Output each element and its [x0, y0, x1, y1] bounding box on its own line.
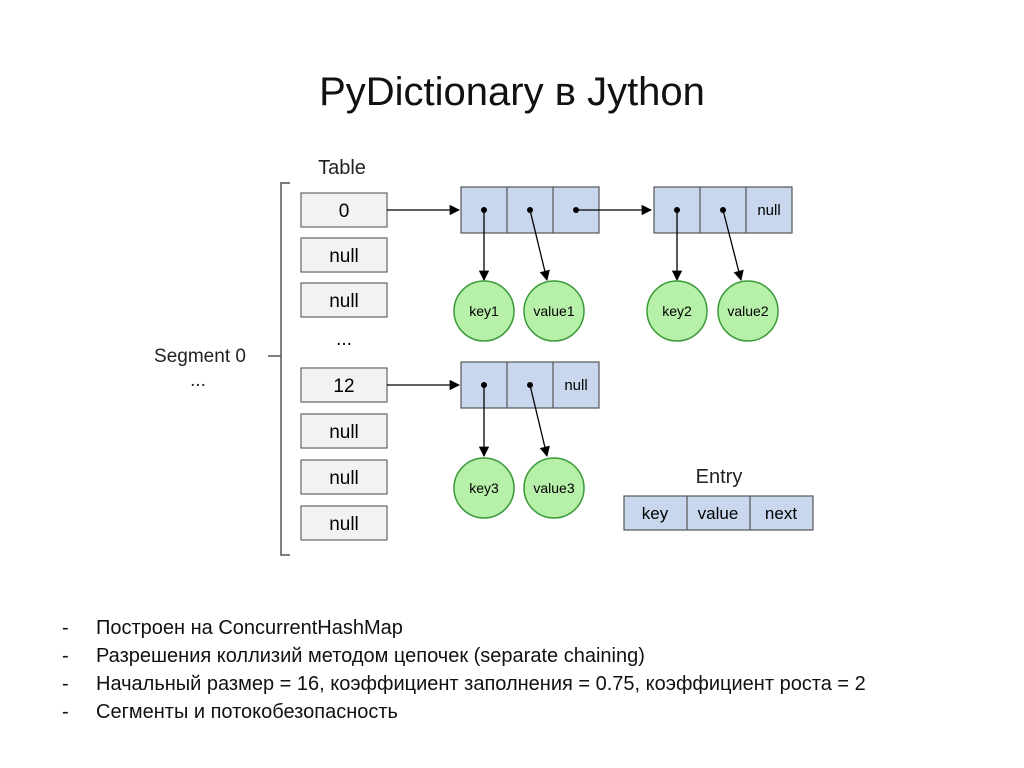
table-cell-1-label: null	[329, 246, 359, 267]
value1-node: value1	[523, 280, 585, 342]
value2-node: value2	[717, 280, 779, 342]
table-cell-12: 12	[300, 367, 388, 403]
bullet-list: - Построен на ConcurrentHashMap - Разреш…	[62, 614, 866, 726]
value3-node: value3	[523, 457, 585, 519]
bullet-text: Сегменты и потокобезопасность	[96, 701, 398, 723]
table-cell-14: null	[300, 459, 388, 495]
bullet-marker: -	[62, 673, 69, 695]
slide-title: PyDictionary в Jython	[319, 70, 705, 114]
bullet-item: - Сегменты и потокобезопасность	[62, 698, 866, 726]
key3-label: key3	[469, 480, 499, 496]
segment-label: Segment 0	[154, 346, 246, 367]
entry2-next-null: null	[757, 202, 780, 219]
table-cell-14-label: null	[329, 468, 359, 489]
table-cell-15-label: null	[329, 514, 359, 535]
bullet-item: - Разрешения коллизий методом цепочек (s…	[62, 642, 866, 670]
table-cell-1: null	[300, 237, 388, 273]
key2-label: key2	[662, 303, 692, 319]
table-cell-12-label: 12	[333, 376, 354, 397]
pointer-value3	[529, 384, 550, 458]
table-cell-13-label: null	[329, 422, 359, 443]
bullet-marker: -	[62, 617, 69, 639]
value1-label: value1	[533, 303, 574, 319]
bullet-item: - Построен на ConcurrentHashMap	[62, 614, 866, 642]
table-cell-0-label: 0	[339, 201, 350, 222]
legend-next: next	[765, 504, 797, 523]
segment-bracket	[280, 182, 290, 556]
value2-label: value2	[727, 303, 768, 319]
pointer-value2	[722, 209, 744, 282]
entry-legend: key value next	[623, 495, 814, 531]
key1-label: key1	[469, 303, 499, 319]
table-cell-15: null	[300, 505, 388, 541]
bullet-marker: -	[62, 645, 69, 667]
pointer-value1	[529, 209, 550, 282]
legend-key: key	[642, 504, 669, 523]
entry-legend-title: Entry	[696, 466, 743, 488]
key3-node: key3	[453, 457, 515, 519]
bullet-item: - Начальный размер = 16, коэффициент зап…	[62, 670, 866, 698]
bullet-marker: -	[62, 701, 69, 723]
legend-value: value	[698, 504, 739, 523]
table-gap-ellipsis: ...	[336, 329, 352, 350]
value3-label: value3	[533, 480, 574, 496]
bullet-text: Разрешения коллизий методом цепочек (sep…	[96, 645, 645, 667]
key2-node: key2	[646, 280, 708, 342]
key1-node: key1	[453, 280, 515, 342]
table-cell-2: null	[300, 282, 388, 318]
bullet-text: Построен на ConcurrentHashMap	[96, 617, 403, 639]
entry3-next-null: null	[564, 377, 587, 394]
table-cell-0: 0	[300, 192, 388, 228]
bullet-text: Начальный размер = 16, коэффициент запол…	[96, 673, 866, 695]
segment-ellipsis: ...	[190, 370, 206, 391]
table-cell-13: null	[300, 413, 388, 449]
table-cell-2-label: null	[329, 291, 359, 312]
table-label: Table	[318, 157, 366, 179]
pydictionary-diagram: Table Segment 0 ... 0 null null ... 12 n…	[154, 157, 814, 556]
